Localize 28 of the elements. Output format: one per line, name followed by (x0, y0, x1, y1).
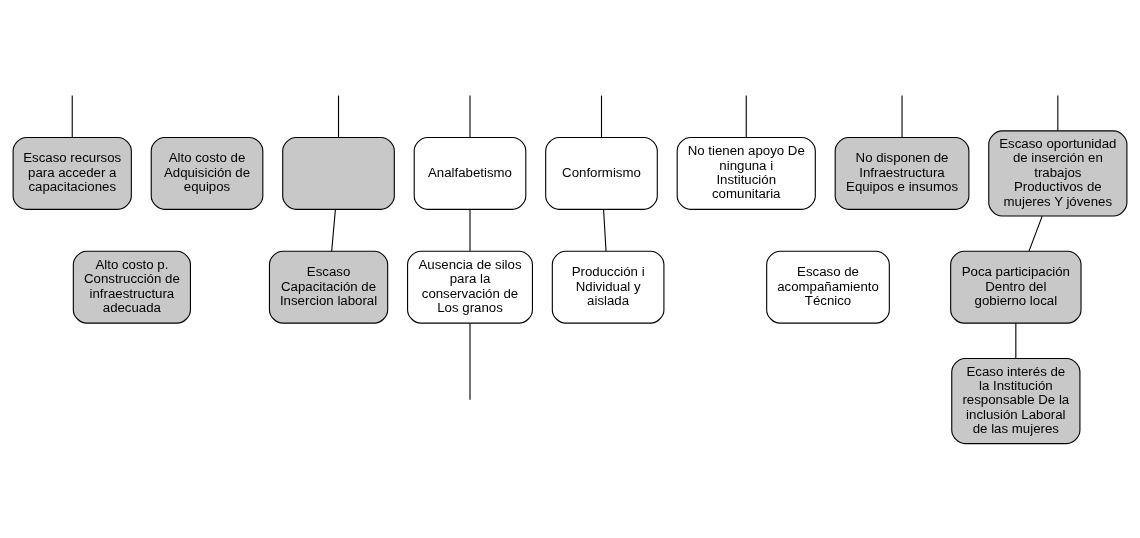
node-box: Ecaso interés de la Institución responsable De la inclusión Laboral de las mujeres (951, 357, 1081, 445)
node-box: Escaso de acompañamiento Técnico (766, 250, 890, 324)
node-box: Escaso Capacitación de Insercion laboral (268, 250, 389, 324)
node-box: Poca participación Dentro del gobierno local (950, 250, 1082, 324)
connector (1015, 322, 1017, 359)
connector (469, 209, 471, 252)
node-box: No tienen apoyo De ninguna i Institución comunitaria (676, 136, 816, 210)
node-box: Alto costo p. Construcción de infraestructura adecuada (72, 250, 191, 324)
node-box: Conformismo (545, 136, 658, 210)
node-box: Escaso recursos para acceder a capacitaciones (12, 136, 132, 210)
connector (469, 95, 471, 139)
node-box: Escaso oportunidad de inserción en trabajos Productivos de mujeres Y jóvenes (988, 130, 1128, 217)
connector (469, 322, 471, 401)
connector (331, 209, 336, 252)
node-box (282, 136, 395, 210)
connector (745, 95, 747, 139)
node-box: Analfabetismo (413, 136, 527, 210)
node-box: No disponen de Infraestructura Equipos e insumos (834, 136, 970, 210)
node-box: Alto costo de Adquisición de equipos (150, 136, 264, 210)
connector (901, 95, 903, 139)
node-box: Producción i Ndividual y aislada (551, 250, 665, 324)
connector (603, 209, 607, 252)
connector (71, 95, 73, 139)
connector (1057, 95, 1059, 132)
connector (1028, 215, 1043, 252)
node-box: Ausencia de silos para la conservación de Los granos (407, 250, 533, 324)
connector (337, 95, 340, 139)
connector (600, 95, 603, 139)
